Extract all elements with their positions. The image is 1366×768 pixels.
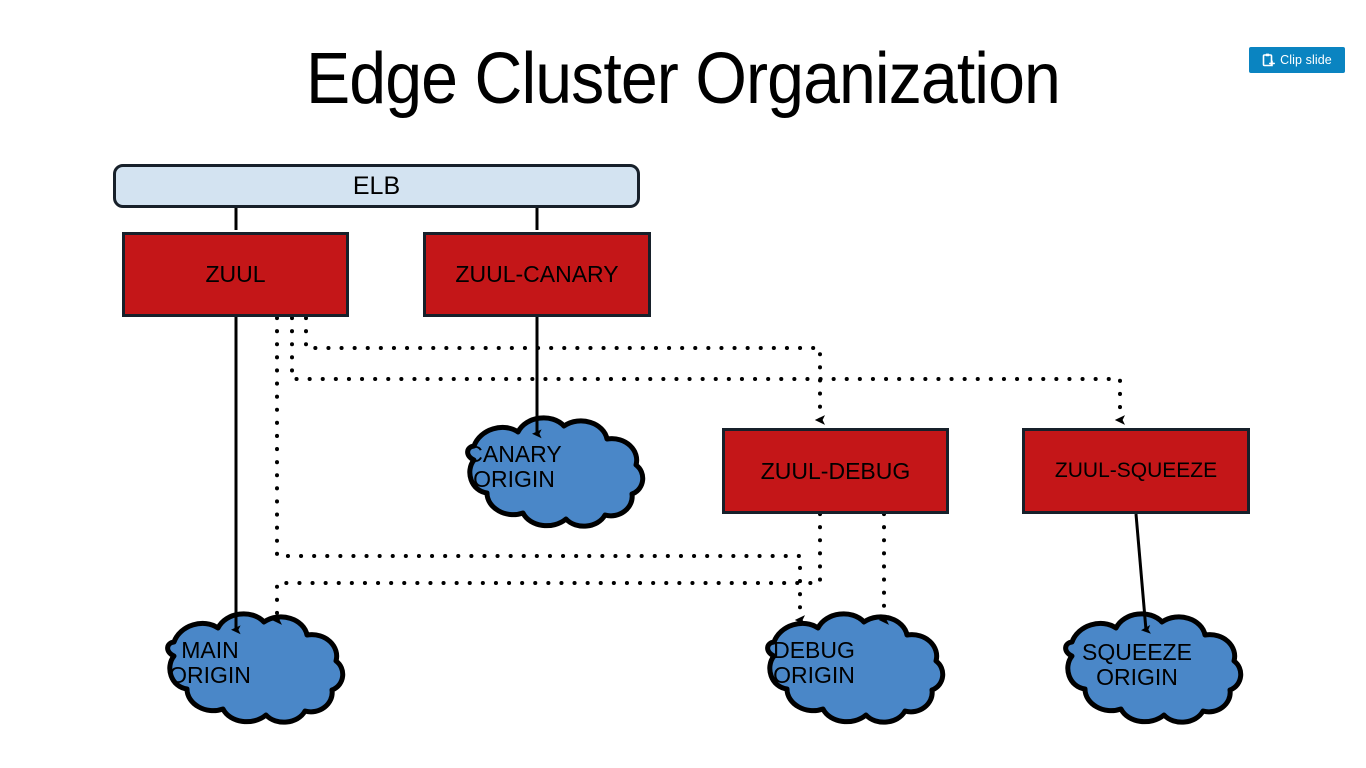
cloud-main-origin — [165, 611, 346, 725]
clip-slide-icon — [1262, 53, 1276, 67]
node-zuul-canary-label: ZUUL-CANARY — [455, 261, 619, 287]
cloud-debug-origin — [765, 611, 946, 725]
edge-zuul-squeeze-to-squeeze-origin — [1134, 513, 1151, 634]
node-elb-label: ELB — [352, 171, 401, 200]
node-zuul-canary[interactable]: ZUUL-CANARY — [423, 232, 651, 317]
node-zuul-debug[interactable]: ZUUL-DEBUG — [722, 428, 949, 514]
node-zuul-debug-label: ZUUL-DEBUG — [760, 457, 911, 484]
edge-zuul-to-main-origin-dotted — [275, 316, 806, 625]
node-zuul-label: ZUUL — [205, 261, 266, 287]
edge-zuul-to-zuul-squeeze — [290, 316, 1126, 425]
node-zuul-squeeze[interactable]: ZUUL-SQUEEZE — [1022, 428, 1250, 514]
node-elb[interactable]: ELB — [113, 164, 640, 208]
cloud-squeeze-origin — [1063, 611, 1244, 725]
cloud-canary-origin — [465, 415, 646, 529]
clip-slide-label: Clip slide — [1280, 52, 1332, 67]
edge-zuul-to-zuul-debug — [304, 316, 826, 425]
node-zuul[interactable]: ZUUL — [122, 232, 349, 317]
clip-slide-button[interactable]: Clip slide — [1249, 47, 1345, 73]
node-zuul-squeeze-label: ZUUL-SQUEEZE — [1054, 459, 1218, 482]
page-title: Edge Cluster Organization — [306, 39, 1061, 119]
edge-zuul-debug-to-main-origin — [271, 512, 822, 625]
